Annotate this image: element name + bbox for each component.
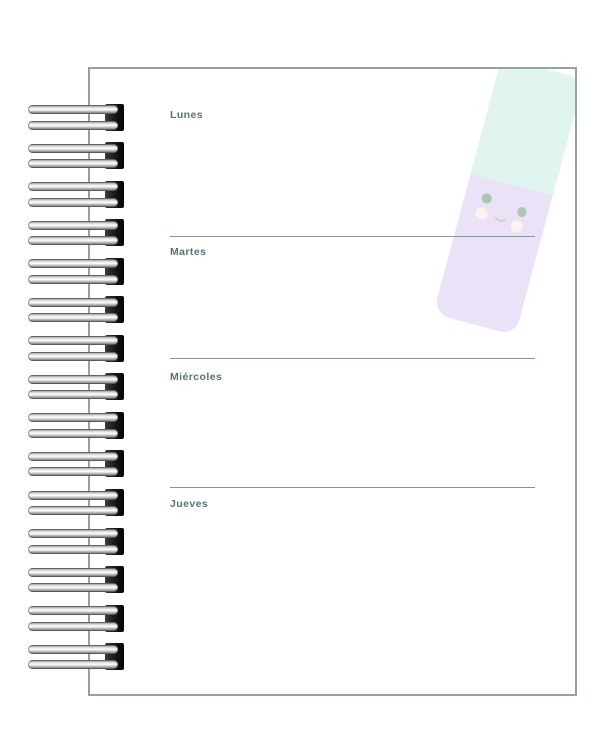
ring-wire-bottom bbox=[28, 159, 118, 169]
spiral-ring bbox=[28, 604, 124, 633]
spiral-ring bbox=[28, 527, 124, 556]
day-label-1: Martes bbox=[170, 246, 207, 258]
spiral-ring bbox=[28, 334, 124, 363]
ring-wire-bottom bbox=[28, 544, 118, 554]
ring-wire-top bbox=[28, 220, 118, 230]
ring-wire-bottom bbox=[28, 428, 118, 438]
spiral-ring bbox=[28, 296, 124, 324]
section-divider-line bbox=[170, 358, 535, 359]
ring-wire-top bbox=[28, 297, 118, 307]
section-divider-line bbox=[170, 236, 535, 237]
ring-wire-bottom bbox=[28, 467, 118, 477]
ring-wire-bottom bbox=[28, 660, 118, 670]
ring-wire-top bbox=[28, 606, 118, 616]
ring-wire-bottom bbox=[28, 351, 118, 361]
ring-wire-top bbox=[28, 374, 118, 384]
ring-wire-bottom bbox=[28, 621, 118, 631]
day-label-0: Lunes bbox=[170, 109, 204, 121]
ring-wire-bottom bbox=[28, 120, 118, 130]
day-label-2: Miércoles bbox=[170, 371, 223, 383]
spiral-ring bbox=[28, 103, 124, 132]
spiral-ring bbox=[28, 219, 124, 247]
spiral-ring bbox=[28, 450, 124, 478]
ring-wire-top bbox=[28, 336, 118, 346]
ring-wire-bottom bbox=[28, 313, 118, 323]
ring-wire-top bbox=[28, 490, 118, 500]
spiral-ring bbox=[28, 180, 124, 209]
spiral-ring bbox=[28, 142, 124, 170]
ring-wire-bottom bbox=[28, 197, 118, 207]
ring-wire-top bbox=[28, 259, 118, 269]
section-divider-line bbox=[170, 487, 535, 488]
ring-wire-top bbox=[28, 529, 118, 539]
spiral-ring bbox=[28, 489, 124, 517]
ring-wire-top bbox=[28, 644, 118, 654]
ring-wire-bottom bbox=[28, 274, 118, 284]
ring-wire-bottom bbox=[28, 390, 118, 400]
ring-wire-bottom bbox=[28, 583, 118, 593]
ring-wire-bottom bbox=[28, 506, 118, 515]
ring-wire-top bbox=[28, 413, 118, 423]
ring-wire-top bbox=[28, 567, 118, 577]
spiral-ring bbox=[28, 373, 124, 401]
ring-wire-bottom bbox=[28, 236, 118, 246]
day-label-3: Jueves bbox=[170, 498, 209, 510]
spiral-ring bbox=[28, 257, 124, 286]
spiral-ring bbox=[28, 566, 124, 594]
ring-wire-top bbox=[28, 451, 118, 461]
ring-wire-top bbox=[28, 182, 118, 192]
spiral-ring bbox=[28, 411, 124, 440]
spiral-ring bbox=[28, 643, 124, 671]
ring-wire-top bbox=[28, 105, 118, 114]
ring-wire-top bbox=[28, 143, 118, 153]
